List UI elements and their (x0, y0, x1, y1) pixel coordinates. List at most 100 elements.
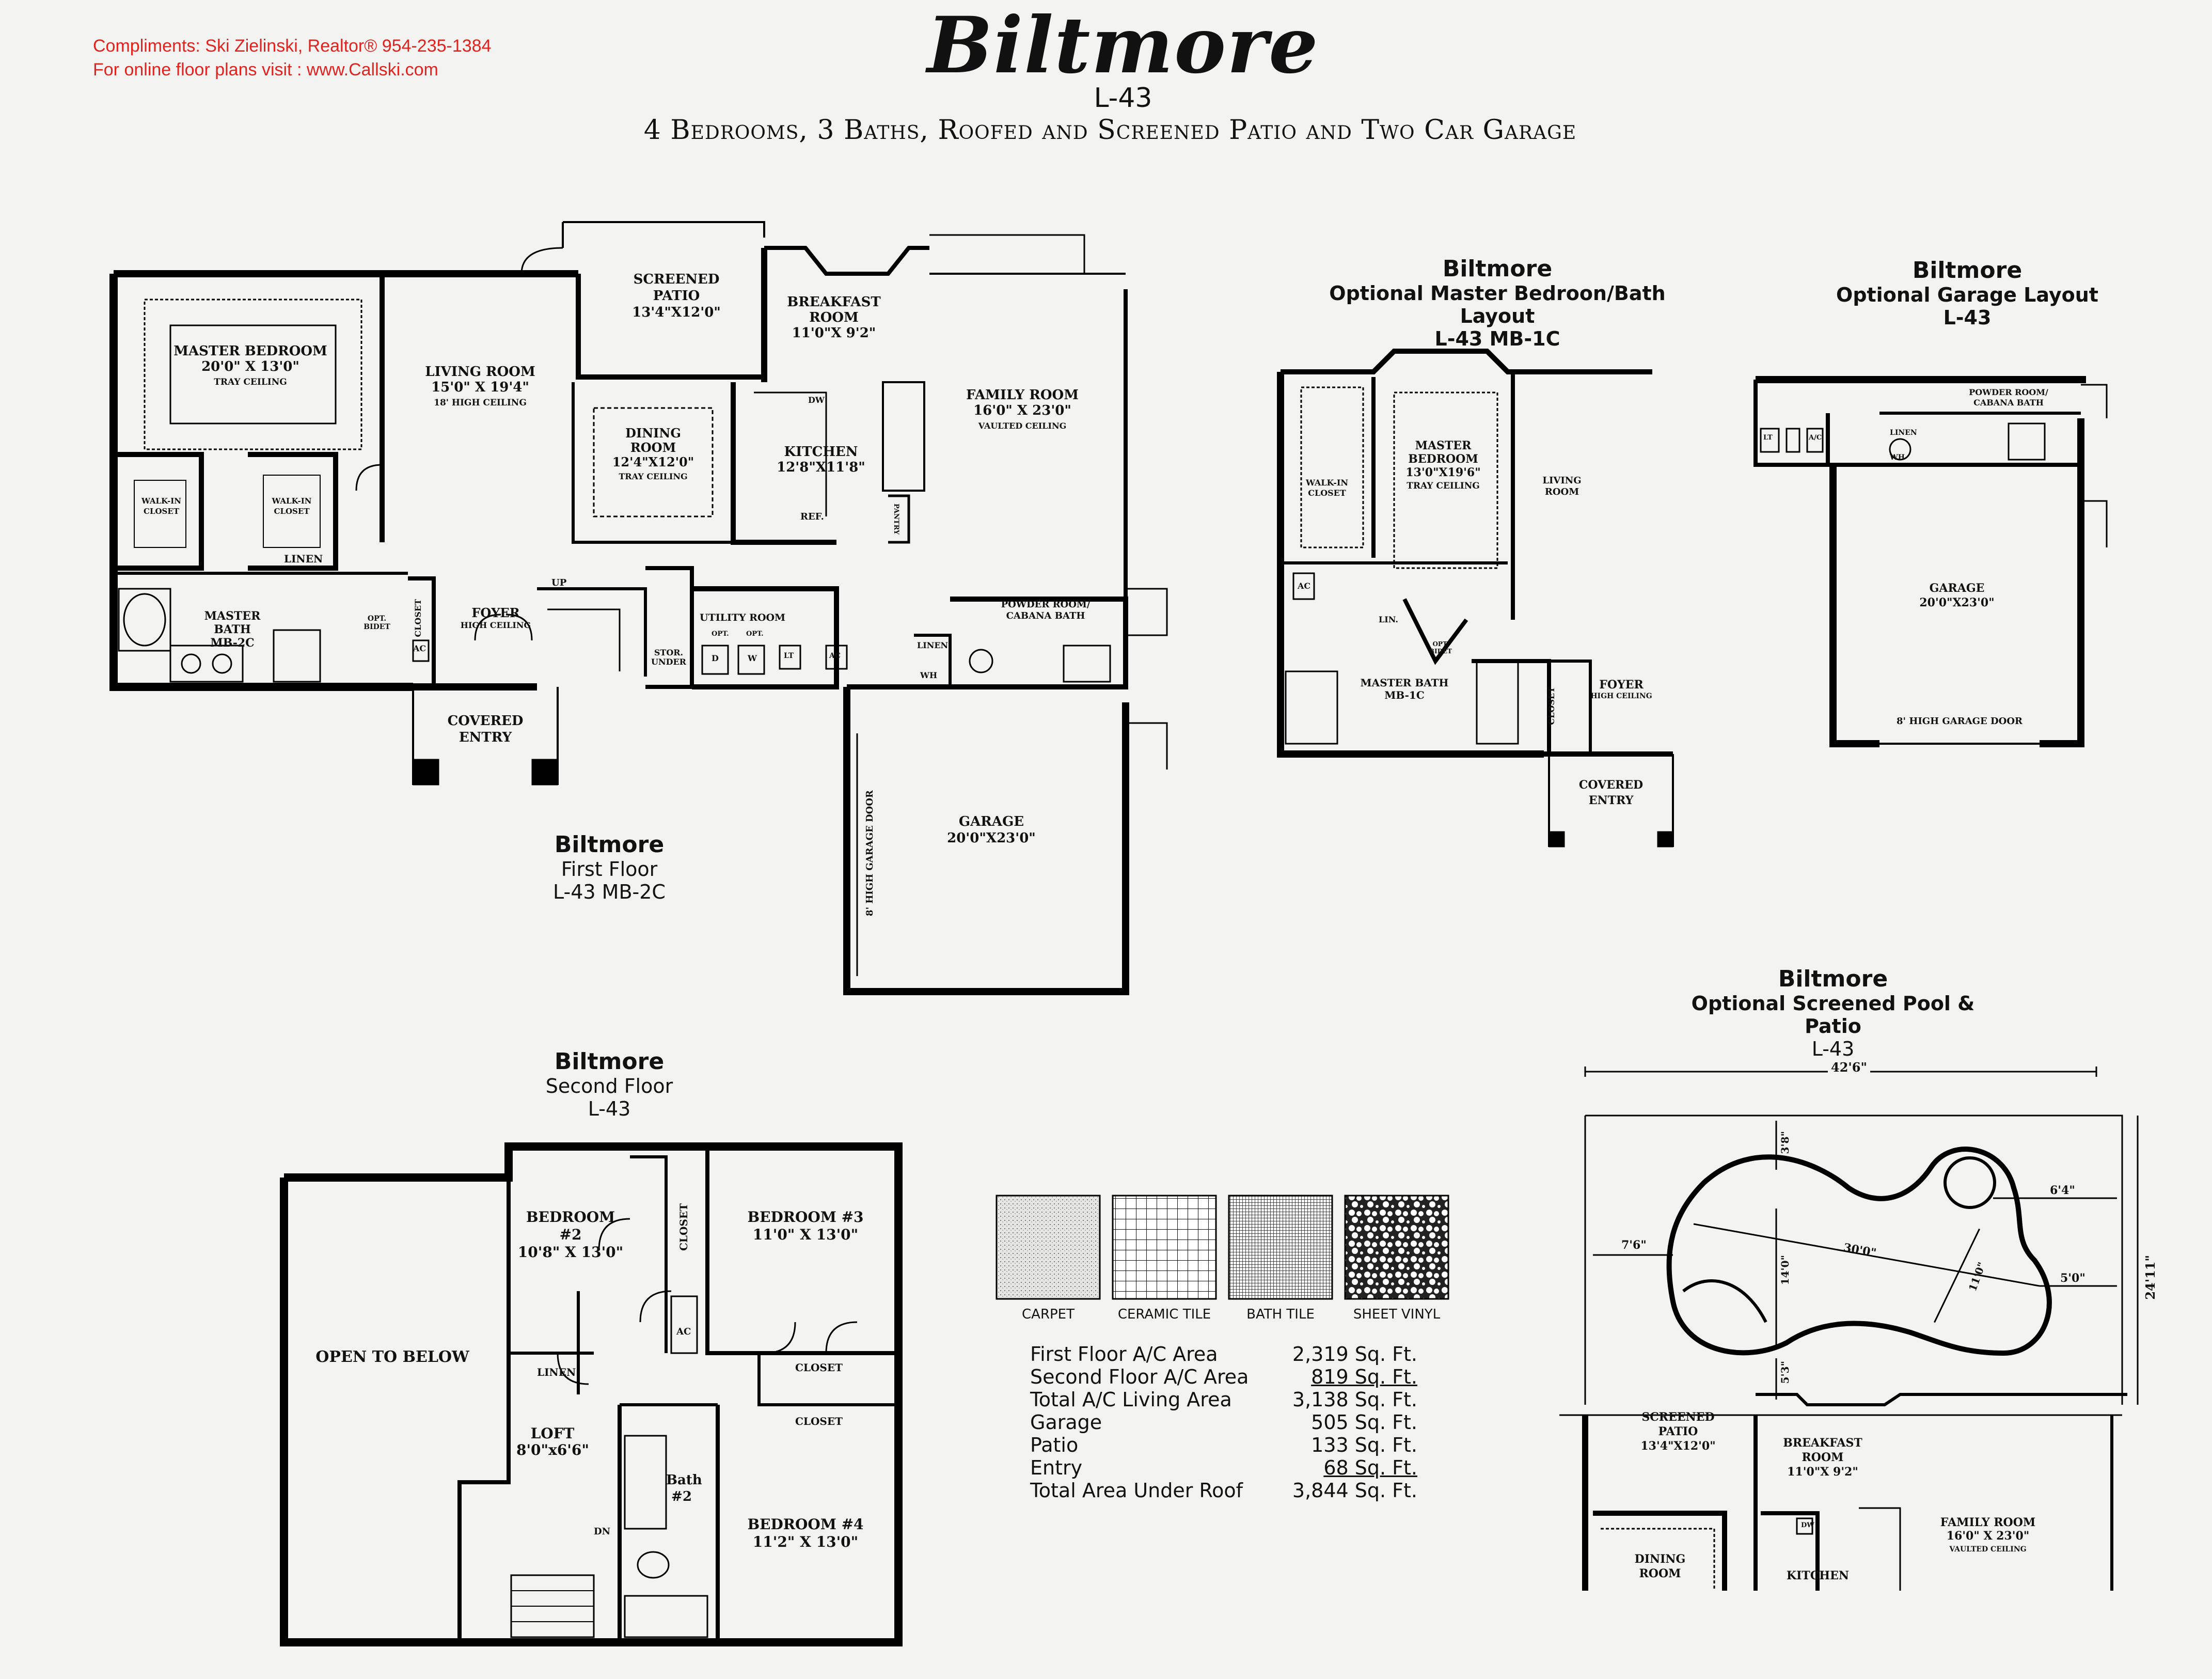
og-lt: LT (1763, 434, 1773, 442)
sf-ac: AC (676, 1326, 691, 1337)
ff-washer: W (748, 653, 757, 663)
ff-opt-1: OPT. (712, 630, 729, 638)
ff-breakfast-room-label: BREAKFAST ROOM 11'0"X 9'2" (787, 294, 881, 341)
ff-linen: LINEN (284, 553, 323, 565)
legend-swatch-bath-tile (1228, 1195, 1333, 1300)
ff-ac-2: AC (829, 652, 841, 660)
ff-linen-2: LINEN (917, 640, 949, 650)
og-linen: LINEN (1890, 429, 1917, 437)
og-ac: A/C (1809, 434, 1822, 442)
ff-utility-room-label: UTILITY ROOM (700, 612, 786, 623)
om-opt-bidet: OPT.BIDET (1429, 640, 1452, 655)
ff-dw: DW (808, 395, 825, 405)
compliments-line-2[interactable]: For online floor plans visit : www.Calls… (93, 60, 438, 80)
ff-family-room-label: FAMILY ROOM 16'0" X 23'0" VAULTED CEILIN… (966, 387, 1079, 431)
opt-garage-caption: Biltmore Optional Garage Layout L-43 (1836, 257, 2098, 329)
legend-swatch-sheet-vinyl (1344, 1195, 1449, 1300)
pool-dim-14-0: 14'0" (1779, 1255, 1791, 1285)
ff-foyer-label: FOYER HIGH CEILING (460, 605, 531, 631)
pool-dim-5-3: 5'3" (1779, 1361, 1791, 1384)
ff-screened-patio-label: SCREENED PATIO 13'4"X12'0" (632, 272, 721, 320)
legend-label-carpet: CARPET (1022, 1307, 1075, 1322)
sf-closet-3: CLOSET (795, 1361, 843, 1374)
compliments-line-1: Compliments: Ski Zielinski, Realtor® 954… (93, 36, 492, 56)
legend-label-sheet-vinyl: SHEET VINYL (1353, 1307, 1441, 1322)
ff-pantry: PANTRY (892, 504, 900, 535)
sf-stair-down: DN (594, 1526, 611, 1537)
pool-screened-patio-label: SCREENED PATIO 13'4"X12'0" (1640, 1410, 1716, 1453)
og-powder-room: POWDER ROOM/CABANA BATH (1969, 387, 2048, 407)
pool-dw: DW (1801, 1521, 1814, 1529)
ff-powder-room-label: POWDER ROOM/CABANA BATH (1001, 599, 1091, 621)
ff-wh: WH (920, 670, 938, 680)
ff-kitchen-label: KITCHEN 12'8"X11'8" (777, 444, 865, 475)
ff-opt-2: OPT. (746, 630, 764, 638)
ff-ref: REF. (800, 511, 824, 522)
opt-pool-caption: Biltmore Optional Screened Pool & Patio … (1691, 966, 1975, 1060)
om-ac: AC (1298, 581, 1311, 591)
ff-master-bedroom-label: MASTER BEDROOM 20'0" X 13'0" TRAY CEILIN… (173, 343, 327, 387)
og-garage-door: 8' HIGH GARAGE DOOR (1897, 716, 2023, 727)
ff-living-room-label: LIVING ROOM 15'0" X 19'4" 18' HIGH CEILI… (425, 364, 535, 408)
sf-open-to-below: OPEN TO BELOW (315, 1348, 469, 1366)
pool-kitchen-label: KITCHEN (1787, 1569, 1849, 1582)
pool-dim-7-6: 7'6" (1621, 1238, 1647, 1252)
legend-swatch-carpet (996, 1195, 1101, 1300)
opt-master-caption: Biltmore Optional Master Bedroon/Bath La… (1329, 256, 1666, 350)
legend-swatch-ceramic (1112, 1195, 1217, 1300)
ff-lt: LT (784, 652, 794, 660)
sf-bath-2-label: Bath#2 (666, 1472, 702, 1504)
ff-stor-under: STOR.UNDER (651, 648, 686, 667)
brand-title: Biltmore (927, 0, 1319, 91)
sf-closet-4: CLOSET (795, 1415, 843, 1427)
ff-ac: AC (413, 644, 426, 653)
og-wh: WH (1890, 453, 1905, 462)
pool-dim-width: 42'6" (1828, 1060, 1870, 1075)
pool-dim-5-0: 5'0" (2060, 1272, 2085, 1285)
pool-dim-depth: 24'11" (2143, 1255, 2158, 1300)
pool-dim-6-4: 6'4" (2050, 1184, 2075, 1197)
pool-family-room-label: FAMILY ROOM 16'0" X 23'0" VAULTED CEILIN… (1940, 1516, 2036, 1554)
ff-dining-room-label: DINING ROOM 12'4"X12'0" TRAY CEILING (612, 426, 694, 482)
pool-dim-3-8: 3'8" (1779, 1131, 1791, 1154)
ff-opt-bidet: OPT.BIDET (364, 615, 390, 631)
ff-stair-up: UP (551, 577, 567, 588)
sf-linen: LINEN (537, 1366, 576, 1378)
model-code: L-43 (1094, 83, 1152, 114)
om-foyer-label: FOYER HIGH CEILING (1590, 678, 1652, 700)
pool-breakfast-room-label: BREAKFAST ROOM 11'0"X 9'2" (1783, 1436, 1862, 1479)
legend-label-ceramic: CERAMIC TILE (1117, 1307, 1211, 1322)
header-subtitle: 4 Bedrooms, 3 Baths, Roofed and Screened… (643, 115, 1577, 146)
ff-dryer: D (712, 653, 719, 663)
om-lin: LIN. (1379, 615, 1398, 624)
om-master-bedroom-label: MASTER BEDROOM 13'0"X19'6" TRAY CEILING (1405, 439, 1481, 491)
